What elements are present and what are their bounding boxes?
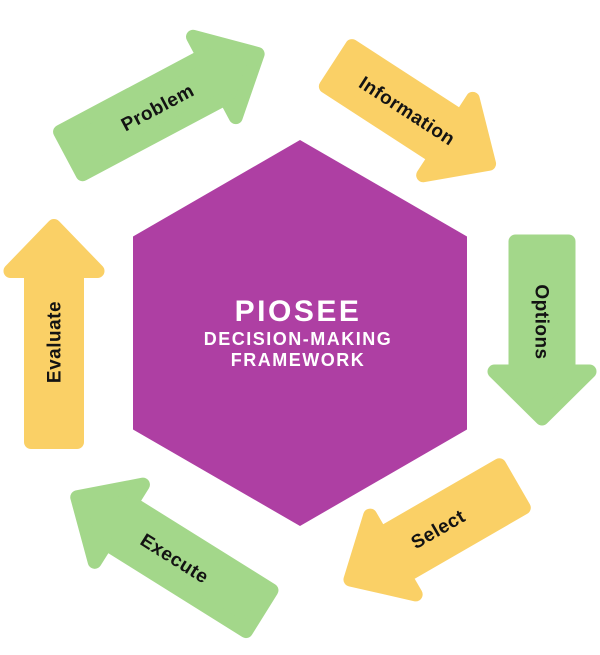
hexagon <box>133 140 467 526</box>
arrow-shape <box>70 477 279 639</box>
hexagon-title: PIOSEE <box>235 295 362 328</box>
arrow-shape <box>3 219 105 449</box>
arrow-label: Evaluate <box>45 301 66 383</box>
arrow-shape <box>343 458 531 602</box>
arrow-execute: Execute <box>70 477 279 639</box>
arrow-problem: Problem <box>53 29 265 182</box>
hexagon-subtitle-line1: DECISION-MAKING <box>204 329 393 349</box>
arrow-label: Options <box>530 284 551 359</box>
arrow-options: Options <box>487 234 597 426</box>
arrow-shape <box>53 29 265 182</box>
arrow-shape <box>487 234 597 426</box>
arrow-select: Select <box>343 458 531 602</box>
hexagon-subtitle-line2: FRAMEWORK <box>231 350 365 370</box>
arrow-shape <box>318 39 497 183</box>
arrow-evaluate: Evaluate <box>3 219 105 449</box>
arrow-information: Information <box>318 39 497 183</box>
